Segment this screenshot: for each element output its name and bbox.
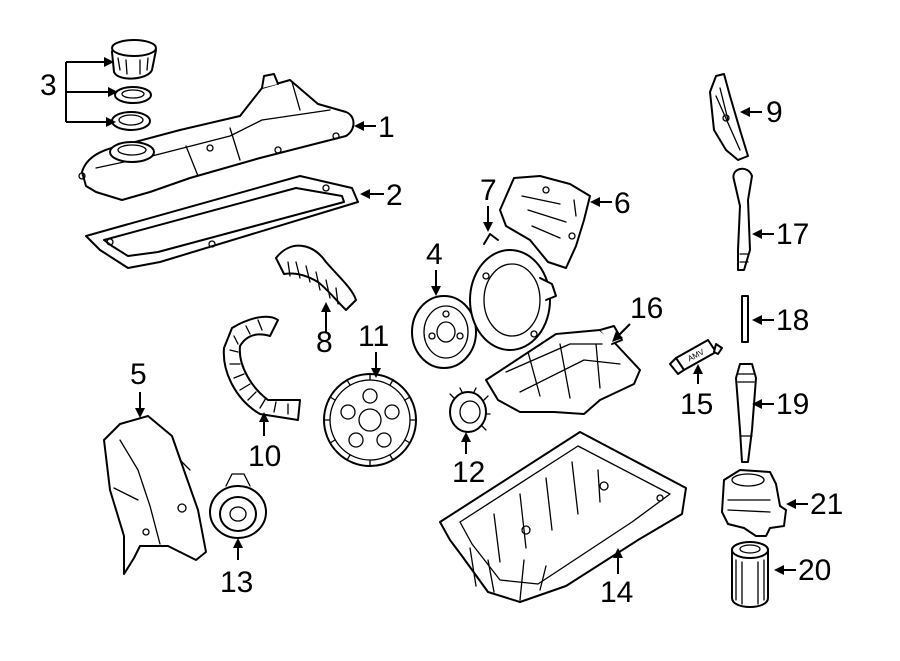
callout-4: 4: [426, 238, 443, 271]
callout-12: 12: [452, 456, 485, 489]
callout-15-leader: [693, 364, 703, 384]
callout-11: 11: [358, 320, 389, 353]
rear-timing-cover: [499, 175, 591, 269]
callout-1-leader: [354, 121, 376, 131]
callout-14-leader: [613, 548, 623, 574]
callout-8: 8: [316, 326, 333, 359]
callout-13-leader: [233, 538, 243, 560]
callout-21: 21: [810, 488, 843, 521]
lower-timing-cover: [103, 415, 207, 575]
callout-14: 14: [600, 576, 633, 609]
callout-2-leader: [360, 189, 384, 199]
callout-11-leader: [371, 352, 381, 378]
timing-belt: [222, 315, 301, 421]
callout-2: 2: [386, 179, 403, 212]
callout-16: 16: [630, 292, 663, 325]
crankshaft-seal-cover: [469, 233, 557, 351]
seal-ring-lower: [111, 111, 151, 131]
dipstick-rod: [741, 295, 749, 343]
callout-17-leader: [752, 229, 774, 239]
callout-18-leader: [752, 315, 774, 325]
seal-ring-upper: [114, 86, 152, 104]
valve-cover-gasket: [85, 175, 359, 269]
callout-10: 10: [248, 440, 281, 473]
callout-9-leader: [740, 107, 762, 117]
callout-1: 1: [378, 111, 395, 144]
valve-cover: [78, 73, 355, 201]
sealant-tube: AMV: [669, 339, 723, 375]
camshaft-sprocket: [323, 373, 417, 467]
callout-21-leader: [786, 499, 808, 509]
callout-13: 13: [220, 566, 253, 599]
callout-20: 20: [798, 554, 831, 587]
oil-filter: [731, 541, 769, 608]
callout-7-leader: [483, 206, 493, 232]
upper-timing-cover: [275, 244, 357, 311]
callout-5-leader: [135, 392, 145, 418]
dipstick-tube-bracket: [709, 73, 749, 161]
callout-15: 15: [680, 388, 713, 421]
callout-18: 18: [776, 304, 809, 337]
oil-filler-cap: [111, 39, 157, 80]
callout-19: 19: [776, 388, 809, 421]
crankshaft-gear: [449, 387, 491, 433]
callout-9: 9: [766, 96, 783, 129]
dipstick-handle: [732, 167, 753, 271]
dipstick-tube: [735, 363, 757, 463]
crankshaft-pulley: [411, 295, 477, 369]
callout-6-leader: [590, 197, 612, 207]
tensioner-pulley: [209, 473, 267, 539]
callout-8-leader: [321, 302, 331, 332]
callout-7: 7: [480, 174, 497, 207]
callout-20-leader: [774, 565, 796, 575]
callout-5: 5: [130, 358, 147, 391]
callout-17: 17: [776, 218, 809, 251]
callout-19-leader: [752, 399, 774, 409]
oil-filter-housing: [721, 469, 787, 537]
callout-4-leader: [431, 270, 441, 296]
callout-3: 3: [40, 69, 57, 102]
callout-10-leader: [259, 412, 269, 436]
callout-16-leader: [612, 323, 631, 342]
callout-6: 6: [614, 187, 631, 220]
callout-12-leader: [461, 432, 471, 454]
callout-3-bracket: [65, 57, 118, 127]
oil-pan: [439, 431, 687, 603]
